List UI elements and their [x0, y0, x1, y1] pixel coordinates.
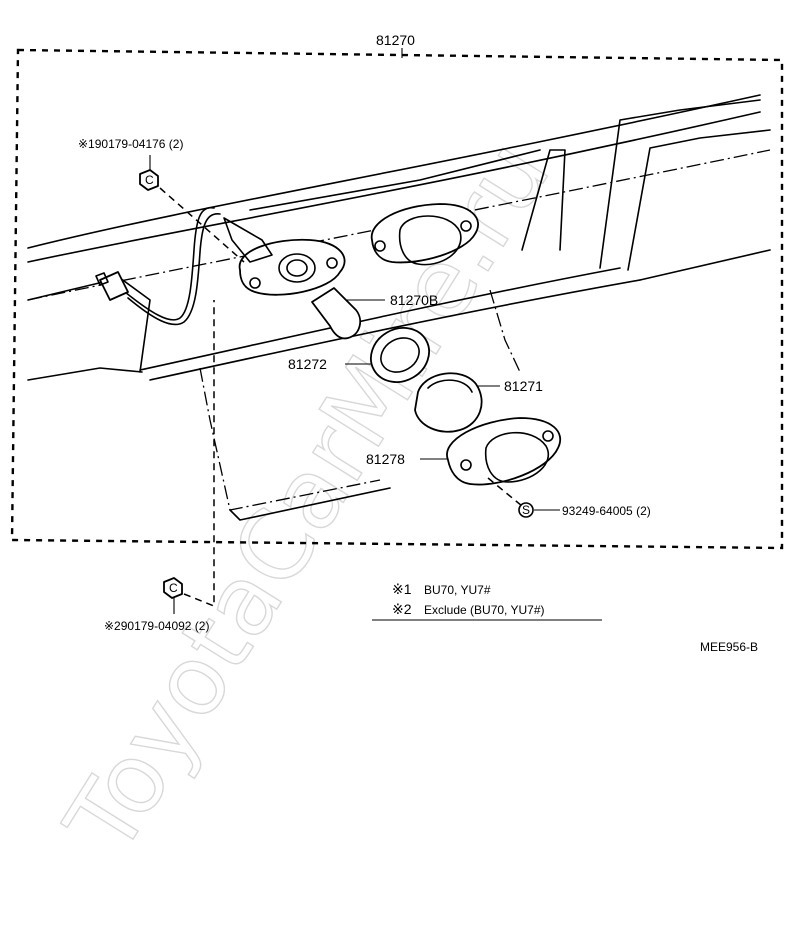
gasket-part-number: 81272 [288, 356, 327, 372]
note2-mark: ※2 [392, 601, 412, 617]
note2-text: Exclude (BU70, YU7#) [424, 603, 545, 617]
screw-leader-dashed [487, 477, 523, 507]
upper-nut-dash [159, 187, 245, 263]
wire-harness [95, 206, 273, 326]
screw-symbol-icon [518, 502, 534, 518]
housing-part [446, 417, 562, 486]
screw-symbol-letter: S [522, 503, 530, 517]
bulb-part [311, 287, 362, 340]
lower-nut-symbol: C [169, 581, 178, 595]
assembly-frame [10, 48, 784, 550]
notes-block: ※1 BU70, YU7# ※2 Exclude (BU70, YU7#) [372, 581, 602, 621]
lower-nut-part-number: ※290179-04092 (2) [104, 619, 209, 633]
gasket-part [370, 327, 430, 383]
right-lamp-installed [370, 203, 479, 266]
watermark-text: ToyotaCarMire.ru [44, 122, 571, 873]
note1-text: BU70, YU7# [424, 583, 491, 597]
note1-mark: ※1 [392, 581, 412, 597]
screw-part-number: 93249-64005 (2) [562, 504, 651, 518]
bulb-part-number: 81270B [390, 292, 438, 308]
upper-nut-part-number: ※190179-04176 (2) [78, 137, 183, 151]
housing-part-number: 81278 [366, 451, 405, 467]
figure-code: MEE956-B [700, 640, 758, 654]
lower-nut-icon [163, 577, 183, 599]
lens-part [414, 372, 483, 433]
bumper-panel [27, 94, 771, 521]
assembly-number-label: 81270 [376, 32, 415, 48]
upper-nut-symbol: C [145, 173, 154, 187]
left-lamp-housing [238, 238, 346, 296]
lens-part-number: 81271 [504, 378, 543, 394]
